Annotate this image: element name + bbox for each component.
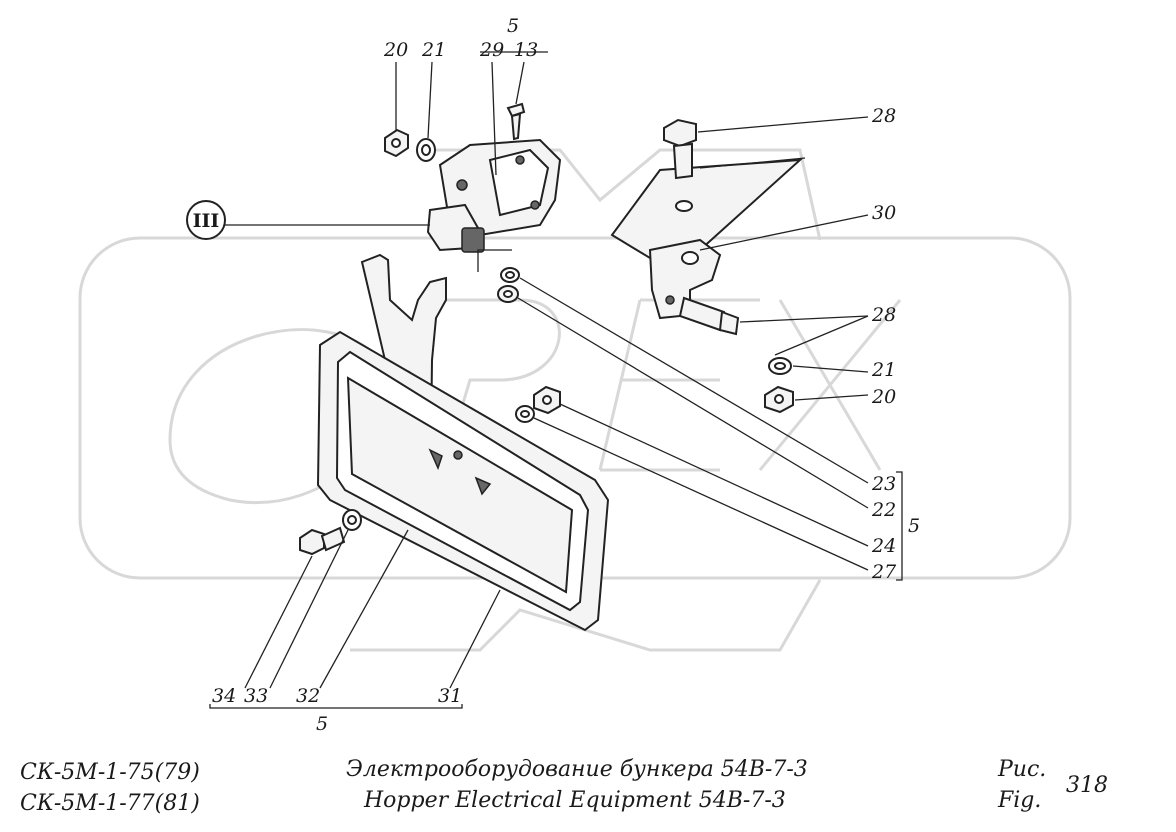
callout-13: 13 (514, 39, 538, 61)
callout-24: 24 (871, 535, 896, 557)
fig-label-english: Fig. (998, 788, 1042, 813)
callout-20-right: 20 (871, 386, 896, 408)
callout-27: 27 (871, 561, 897, 583)
lamp-frame-31 (316, 330, 610, 632)
fig-label-russian: Рис. (998, 757, 1047, 782)
nut-20-right (764, 385, 794, 414)
callout-23: 23 (871, 473, 896, 495)
bolt-28-lower (678, 296, 740, 336)
callout-32: 32 (296, 685, 320, 707)
callout-labels: 20 21 5 29 13 28 30 28 21 20 23 22 24 27… (212, 15, 920, 735)
section-marker: III (186, 200, 226, 240)
bolt-28-top (663, 118, 697, 180)
nut-20-top (384, 128, 409, 158)
title-english: Hopper Electrical Equipment 54В-7-3 (364, 788, 786, 813)
nut-24 (533, 385, 561, 415)
callout-34: 34 (212, 685, 236, 707)
washer-33 (342, 509, 362, 531)
callout-5-top: 5 (507, 15, 519, 37)
washer-23 (500, 267, 520, 283)
washer-27 (515, 405, 535, 423)
title-russian: Электрооборудование бункера 54В-7-3 (346, 757, 808, 782)
bracket-30 (610, 158, 803, 320)
model-line-1: СК-5М-1-75(79) (20, 760, 200, 785)
figure-number: 318 (1066, 773, 1108, 798)
callout-28-top: 28 (871, 105, 896, 127)
callout-29: 29 (479, 39, 504, 61)
callout-5-right: 5 (908, 515, 920, 537)
spring-washer-21-top (416, 138, 436, 162)
switch-housing (426, 138, 562, 253)
callout-22: 22 (871, 499, 896, 521)
callout-33: 33 (244, 685, 268, 707)
washer-21-right (768, 357, 792, 375)
callout-21-right: 21 (871, 359, 896, 381)
leader-lines (209, 51, 903, 709)
bolt-34 (299, 526, 346, 556)
callout-20-top: 20 (383, 39, 408, 61)
callout-21-top: 21 (421, 39, 446, 61)
callout-5-bottom: 5 (316, 713, 328, 735)
callout-28-lower: 28 (871, 304, 896, 326)
screw-13 (506, 102, 526, 141)
nut-22 (497, 285, 519, 303)
callout-31: 31 (438, 685, 462, 707)
model-line-2: СК-5М-1-77(81) (20, 791, 200, 816)
section-marker-label: III (193, 210, 220, 232)
callout-30: 30 (872, 202, 896, 224)
